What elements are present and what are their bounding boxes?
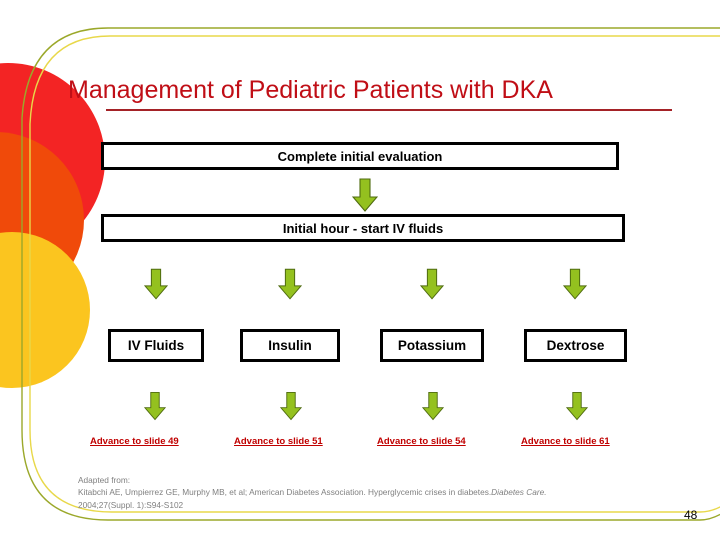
citation-block: Adapted from: Kitabchi AE, Umpierrez GE,… <box>78 474 668 511</box>
flow-box-potassium: Potassium <box>380 329 484 362</box>
citation-journal-title: Diabetes Care. <box>491 487 547 498</box>
citation-reference-text: Kitabchi AE, Umpierrez GE, Murphy MB, et… <box>78 487 492 498</box>
flow-box-iv-fluids: IV Fluids <box>108 329 204 362</box>
flow-box-insulin: Insulin <box>240 329 340 362</box>
advance-to-slide-54-link[interactable]: Advance to slide 54 <box>377 436 466 447</box>
down-arrow-icon <box>420 268 444 300</box>
circle-gold <box>0 232 90 388</box>
page-title: Management of Pediatric Patients with DK… <box>68 76 553 104</box>
down-arrow-icon <box>280 391 302 421</box>
slide-number: 48 <box>684 508 698 522</box>
down-arrow-icon <box>566 391 588 421</box>
down-arrow-icon <box>144 268 168 300</box>
circle-orange <box>0 132 84 308</box>
down-arrow-icon <box>352 178 378 212</box>
advance-to-slide-61-link[interactable]: Advance to slide 61 <box>521 436 610 447</box>
flow-box-initial-hour: Initial hour - start IV fluids <box>101 214 625 242</box>
flow-box-complete-evaluation: Complete initial evaluation <box>101 142 619 170</box>
title-block: Management of Pediatric Patients with DK… <box>68 76 680 111</box>
citation-line-3: 2004;27(Suppl. 1):S94-S102 <box>78 499 184 510</box>
down-arrow-icon <box>422 391 444 421</box>
down-arrow-icon <box>144 391 166 421</box>
advance-to-slide-51-link[interactable]: Advance to slide 51 <box>234 436 323 447</box>
title-underline-rule <box>106 108 672 111</box>
citation-line-2: Kitabchi AE, Umpierrez GE, Murphy MB, et… <box>78 486 668 498</box>
advance-to-slide-49-link[interactable]: Advance to slide 49 <box>90 436 179 447</box>
flow-box-dextrose: Dextrose <box>524 329 627 362</box>
citation-line-1: Adapted from: <box>78 475 131 485</box>
down-arrow-icon <box>278 268 302 300</box>
down-arrow-icon <box>563 268 587 300</box>
